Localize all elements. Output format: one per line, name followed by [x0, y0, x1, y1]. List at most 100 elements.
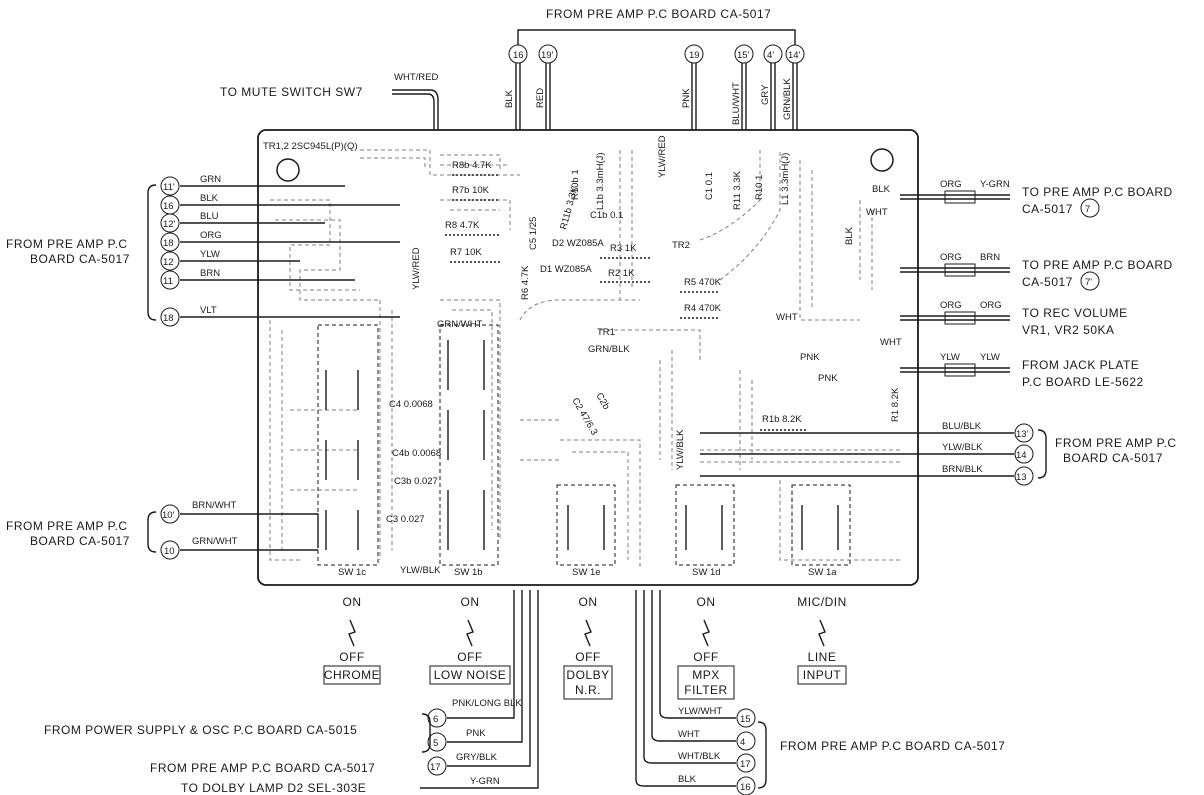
switch-mode-off-1: OFF: [457, 650, 483, 664]
right-group-num-circle-1: [1014, 444, 1034, 464]
svg-text:BLK: BLK: [504, 89, 515, 108]
left-bottom-label-2: BOARD CA-5017: [30, 534, 130, 548]
switch-sw1e-box: [556, 484, 616, 566]
switch-mode-name-3-0: MPX: [692, 668, 720, 682]
component-labels: R8b 4.7K R7b 10K R8 4.7K R7 10K R10b 1 R…: [386, 152, 901, 525]
comp-d1: D1 WZ085A: [540, 264, 592, 275]
comp-c3b: C3b 0.027: [394, 476, 438, 487]
bottom-right-num-circle-3: [736, 776, 756, 795]
wire-wht-1: WHT: [866, 207, 888, 218]
top-connector-4p: 4' GRY: [760, 44, 783, 130]
left-top-num-1: 16: [163, 201, 174, 212]
left-top-color-4: YLW: [200, 249, 220, 260]
right-group-color-2: BRN/BLK: [942, 464, 983, 475]
right-group-num-2: 13: [1016, 472, 1027, 483]
wire-ylw-blk-mid: YLW/BLK: [675, 429, 686, 470]
top-connector-19: 19 PNK: [681, 44, 704, 130]
left-top-num-5: 11: [163, 276, 173, 287]
svg-text:PNK: PNK: [681, 88, 692, 108]
svg-text:RED: RED: [535, 88, 546, 108]
right-output-wire-a-2: ORG: [940, 300, 962, 311]
switch-sw1e-label: SW 1e: [572, 567, 601, 578]
wire-grn-blk: GRN/BLK: [588, 344, 630, 355]
board-wire-labels: GRN/WHT YLW/RED YLW/RED GRN/BLK YLW/BLK …: [400, 135, 902, 576]
comp-r10: R10 1: [754, 175, 765, 200]
right-output-dest2-3: P.C BOARD LE-5622: [1022, 375, 1144, 389]
wire-wht-2: WHT: [776, 312, 798, 323]
switch-mode-box-1: [429, 665, 511, 685]
switch-sw1d-label: SW 1d: [692, 567, 721, 578]
bottom-right-wire-2: [643, 590, 736, 764]
right-output-wire-a-1: ORG: [940, 252, 962, 263]
bottom-right-num-circle-0: [736, 708, 756, 728]
bottom-right-brace: [757, 721, 767, 789]
switch-sw1a-box: [791, 484, 851, 566]
right-output-wire-a-3: YLW: [940, 352, 960, 363]
svg-text:19': 19': [541, 50, 554, 61]
right-group-label-2: BOARD CA-5017: [1063, 451, 1163, 465]
left-top-group: FROM PRE AMP P.C BOARD CA-5017 11'GRN16B…: [6, 174, 400, 327]
right-output-wire-2: [900, 315, 1010, 321]
bottom-right-num-2: 17: [740, 759, 751, 770]
wire-blk-side: BLK: [844, 226, 855, 245]
right-group-num-circle-0: [1014, 423, 1034, 443]
svg-text:BLU/WHT: BLU/WHT: [731, 82, 742, 125]
right-output-sleeve-1: [944, 263, 976, 277]
comp-c5: C5 1/25: [528, 217, 539, 250]
comp-c1b: C1b 0.1: [590, 210, 623, 221]
left-top-brace: [147, 184, 157, 321]
left-top-label-2: BOARD CA-5017: [30, 252, 130, 266]
switch-mode-off-2: OFF: [575, 650, 601, 664]
mute-wire-label: WHT/RED: [394, 72, 438, 83]
left-bottom-num-0: 10': [162, 510, 175, 521]
transistor-label: TR1,2 2SC945L(P)(Q): [263, 141, 358, 152]
power-color-1: PNK: [466, 728, 486, 739]
comp-d2: D2 WZ085A: [552, 238, 604, 249]
right-group-num-0: 13': [1016, 429, 1029, 440]
left-top-num-4: 12: [163, 257, 174, 268]
bottom-right-color-2: WHT/BLK: [678, 751, 721, 762]
switch-mode-arrow-2: [584, 619, 592, 647]
comp-r7: R7 10K: [450, 247, 482, 258]
bottom-left-group: FROM POWER SUPPLY & OSC P.C BOARD CA-501…: [44, 590, 539, 795]
power-num-0: 6: [433, 714, 438, 725]
switch-sw1a-label: SW 1a: [808, 567, 837, 578]
left-top-num-circle-0: [160, 176, 180, 196]
switch-mode-box-4: [797, 665, 847, 685]
left-top-num-6: 18: [163, 313, 174, 324]
comp-r3: R3 1K: [610, 243, 637, 254]
switch-sw1d-box: [675, 484, 735, 566]
right-output-sleeve-3: [944, 363, 976, 377]
switch-mode-name-3-1: FILTER: [684, 683, 727, 697]
left-top-num-circle-3: [160, 232, 180, 252]
left-bottom-color-0: BRN/WHT: [192, 500, 237, 511]
comp-r7b: R7b 10K: [452, 185, 490, 196]
lamp-label: TO DOLBY LAMP D2 SEL-303E: [181, 781, 366, 795]
right-output-sleeve-0: [944, 190, 976, 204]
left-top-color-1: BLK: [200, 193, 219, 204]
right-group-num-circle-2: [1014, 466, 1034, 486]
top-connectors: 16 BLK 19' RED 19 PNK 15' BLU/WHT 4' GRY: [504, 44, 805, 130]
switch-sections: SW 1c SW 1b SW 1e SW 1d SW 1a: [317, 324, 851, 578]
power-num-1: 5: [433, 738, 438, 749]
left-top-num-circle-4: [160, 251, 180, 271]
comp-r4: R4 470K: [684, 303, 722, 314]
switch-mode-name-1-0: LOW NOISE: [434, 668, 507, 682]
comp-c4: C4 0.0068: [389, 399, 433, 410]
right-group-brace: [1037, 429, 1047, 479]
right-output-wire-b-1: BRN: [980, 252, 1000, 263]
left-top-color-5: BRN: [200, 268, 220, 279]
wire-pnk-2: PNK: [818, 373, 838, 384]
right-output-wire-3: [900, 367, 1010, 373]
switch-mode-box-0: [323, 665, 381, 685]
switch-mode-box-2: [563, 665, 613, 700]
svg-text:19: 19: [689, 50, 700, 61]
switch-mode-on-0: ON: [343, 595, 362, 609]
left-top-num-0: 11': [163, 182, 175, 193]
bottom-right-color-0: YLW/WHT: [678, 706, 722, 717]
comp-r8b: R8b 4.7K: [452, 160, 492, 171]
